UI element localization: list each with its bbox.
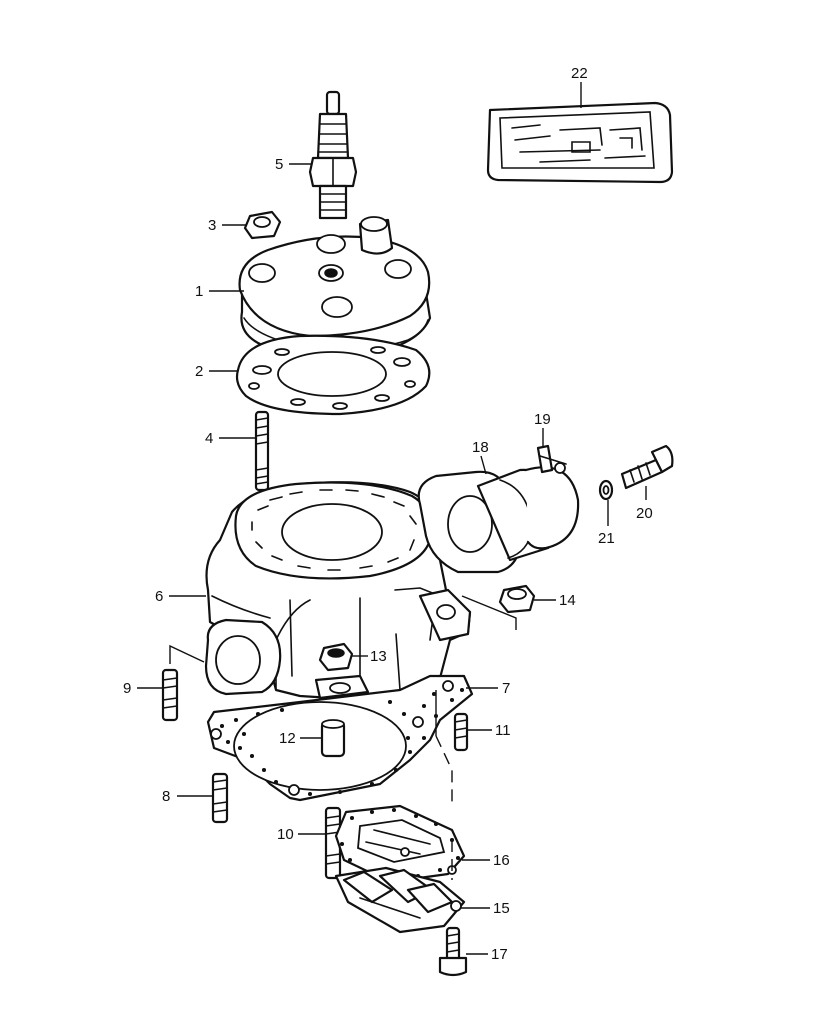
leader-lines bbox=[137, 82, 647, 955]
stud-11 bbox=[453, 712, 469, 752]
callout-22: 22 bbox=[571, 65, 588, 82]
callout-9: 9 bbox=[123, 680, 131, 697]
callout-2: 2 bbox=[195, 363, 203, 380]
callout-6: 6 bbox=[155, 588, 163, 605]
spark-plug bbox=[308, 90, 358, 220]
callout-1: 1 bbox=[195, 283, 203, 300]
callout-7: 7 bbox=[502, 680, 510, 697]
callout-8: 8 bbox=[162, 788, 170, 805]
callout-19: 19 bbox=[534, 411, 551, 428]
stud-8 bbox=[211, 772, 229, 824]
callout-11: 11 bbox=[495, 722, 511, 739]
callout-10: 10 bbox=[277, 826, 294, 843]
callout-21: 21 bbox=[598, 530, 615, 547]
reed-gasket bbox=[334, 804, 466, 884]
label-plate bbox=[486, 101, 674, 184]
cylinder-nut bbox=[318, 642, 354, 672]
head-gasket bbox=[235, 334, 431, 416]
callout-16: 16 bbox=[493, 852, 510, 869]
callout-4: 4 bbox=[205, 430, 213, 447]
callout-20: 20 bbox=[636, 505, 653, 522]
assembly-lines bbox=[169, 595, 517, 880]
hose-clamp bbox=[524, 444, 580, 550]
callout-labels: 22 5 3 1 2 4 6 9 8 10 12 13 14 7 11 16 1… bbox=[123, 65, 653, 963]
callout-15: 15 bbox=[493, 900, 510, 917]
dowel-pin bbox=[320, 719, 346, 758]
reed-valve-plate bbox=[334, 865, 466, 934]
long-stud bbox=[254, 410, 270, 492]
callout-17: 17 bbox=[491, 946, 508, 963]
bolt-17 bbox=[438, 926, 468, 977]
callout-14: 14 bbox=[559, 592, 576, 609]
head-nut bbox=[243, 210, 282, 240]
bolt-20 bbox=[620, 444, 674, 490]
washer bbox=[598, 479, 614, 501]
stud-9 bbox=[161, 668, 179, 722]
callout-3: 3 bbox=[208, 217, 216, 234]
callout-12: 12 bbox=[279, 730, 296, 747]
callout-18: 18 bbox=[472, 439, 489, 456]
nut-14 bbox=[498, 584, 536, 614]
callout-5: 5 bbox=[275, 156, 283, 173]
callout-13: 13 bbox=[370, 648, 387, 665]
